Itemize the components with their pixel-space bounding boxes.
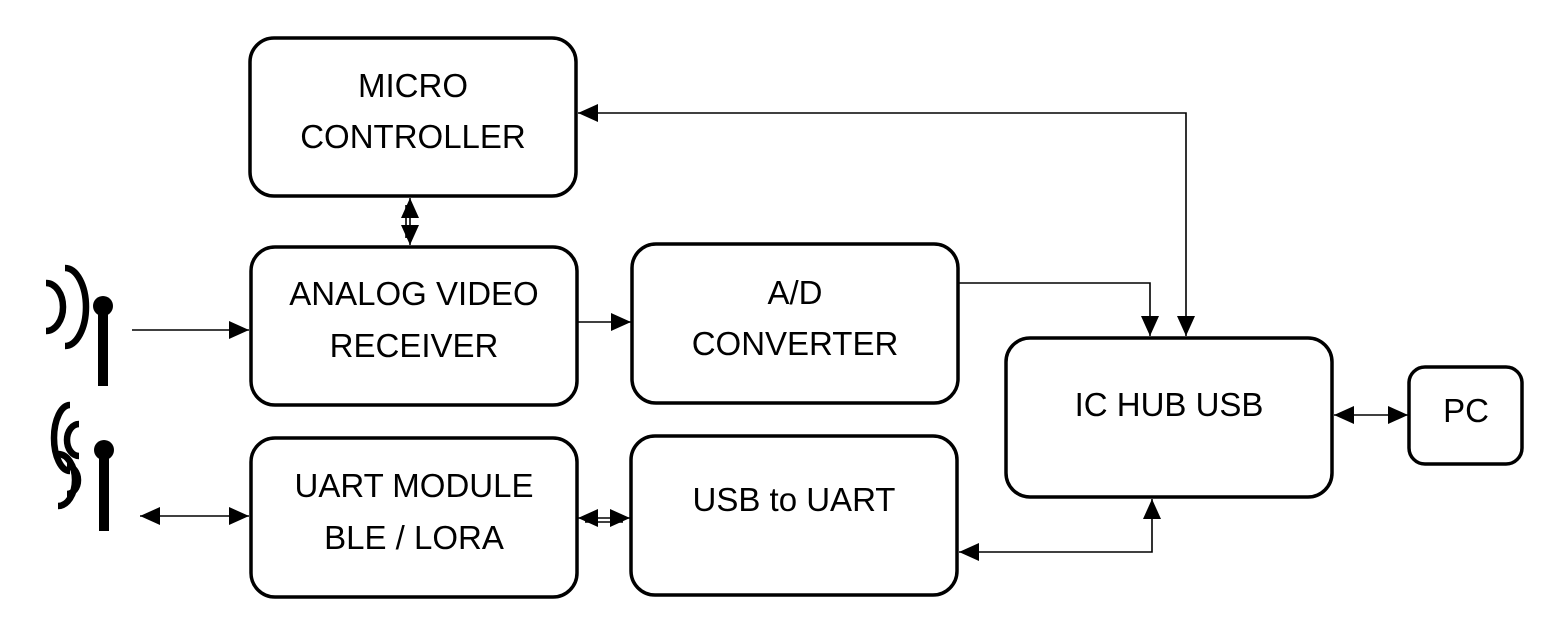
link-usbuart-hub: [959, 499, 1161, 561]
microcontroller-label-line1: MICRO: [358, 67, 468, 104]
antenna-receive-icon: [45, 264, 113, 386]
antenna-bidirectional-icon: [50, 401, 114, 531]
ad-converter-block: A/D CONVERTER: [630, 242, 960, 405]
uart-module-label-line1: UART MODULE: [295, 467, 534, 504]
pc-block: PC: [1407, 365, 1524, 466]
microcontroller-label-line2: CONTROLLER: [300, 118, 526, 155]
ic-hub-usb-label: IC HUB USB: [1075, 386, 1264, 423]
uart-module-block: UART MODULE BLE / LORA: [249, 436, 579, 599]
receiver-label-line2: RECEIVER: [330, 327, 499, 364]
uart-module-label-line2: BLE / LORA: [324, 519, 504, 556]
usb-to-uart-label: USB to UART: [693, 481, 896, 518]
analog-video-receiver-block: ANALOG VIDEO RECEIVER: [249, 245, 579, 407]
microcontroller-block: MICRO CONTROLLER: [248, 36, 578, 198]
link-adc-hub: [959, 282, 1159, 336]
usb-to-uart-block: USB to UART: [629, 434, 959, 597]
receiver-label-line1: ANALOG VIDEO: [289, 275, 538, 312]
connections: [132, 104, 1408, 561]
link-mcu-hub: [578, 104, 1195, 336]
adc-label-line1: A/D: [767, 274, 822, 311]
ic-hub-usb-block: IC HUB USB: [1004, 336, 1334, 499]
pc-label: PC: [1443, 392, 1489, 429]
adc-label-line2: CONVERTER: [692, 325, 899, 362]
